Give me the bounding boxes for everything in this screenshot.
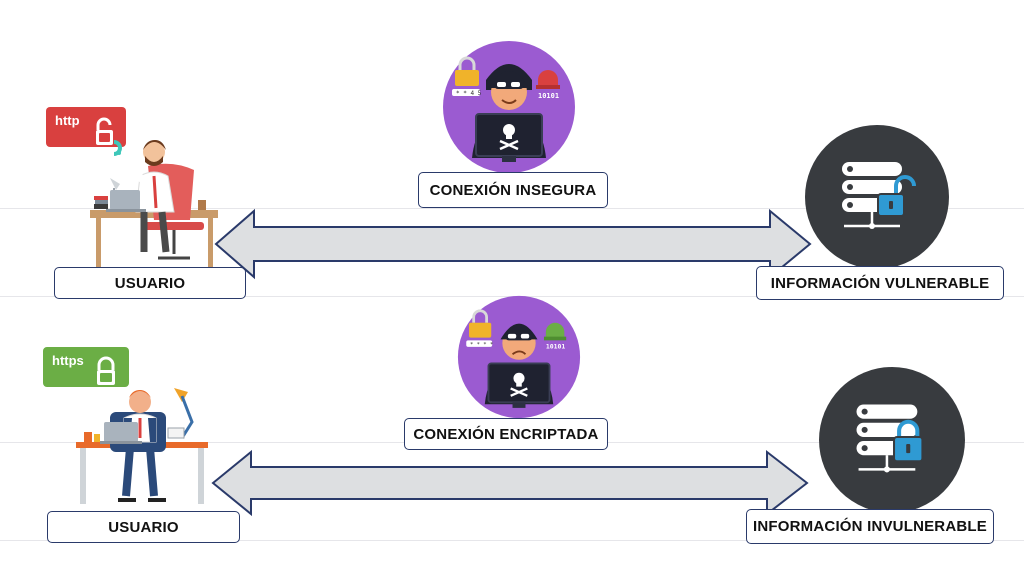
http-badge: http — [46, 107, 126, 147]
http-lock-icon — [96, 117, 113, 145]
user-at-desk-illustration — [90, 140, 218, 268]
user-at-desk-illustration — [76, 388, 208, 504]
svg-text:* * 4 5: * * 4 5 — [456, 90, 482, 97]
user-label: USUARIO — [54, 267, 246, 299]
double-arrow-icon — [211, 449, 809, 517]
server-label: INFORMACIÓN INVULNERABLE — [746, 509, 994, 544]
svg-text:* * * *: * * * * — [470, 342, 493, 348]
https-badge: https — [43, 347, 129, 387]
https-lock-icon — [97, 356, 115, 385]
divider-line — [0, 208, 1024, 209]
connection-label: CONEXIÓN INSEGURA — [418, 172, 608, 208]
svg-text:10101: 10101 — [538, 92, 559, 100]
double-arrow-icon — [214, 208, 812, 280]
server-unlocked-icon — [805, 125, 949, 269]
connection-label: CONEXIÓN ENCRIPTADA — [404, 418, 608, 450]
svg-text:10101: 10101 — [546, 343, 566, 351]
hacker-icon: * * 4 5 10101 — [443, 41, 575, 173]
divider-line — [0, 540, 1024, 541]
user-label: USUARIO — [47, 511, 240, 543]
hacker-icon: * * * * 10101 — [457, 295, 581, 419]
server-locked-icon — [819, 367, 965, 513]
server-label: INFORMACIÓN VULNERABLE — [756, 266, 1004, 300]
